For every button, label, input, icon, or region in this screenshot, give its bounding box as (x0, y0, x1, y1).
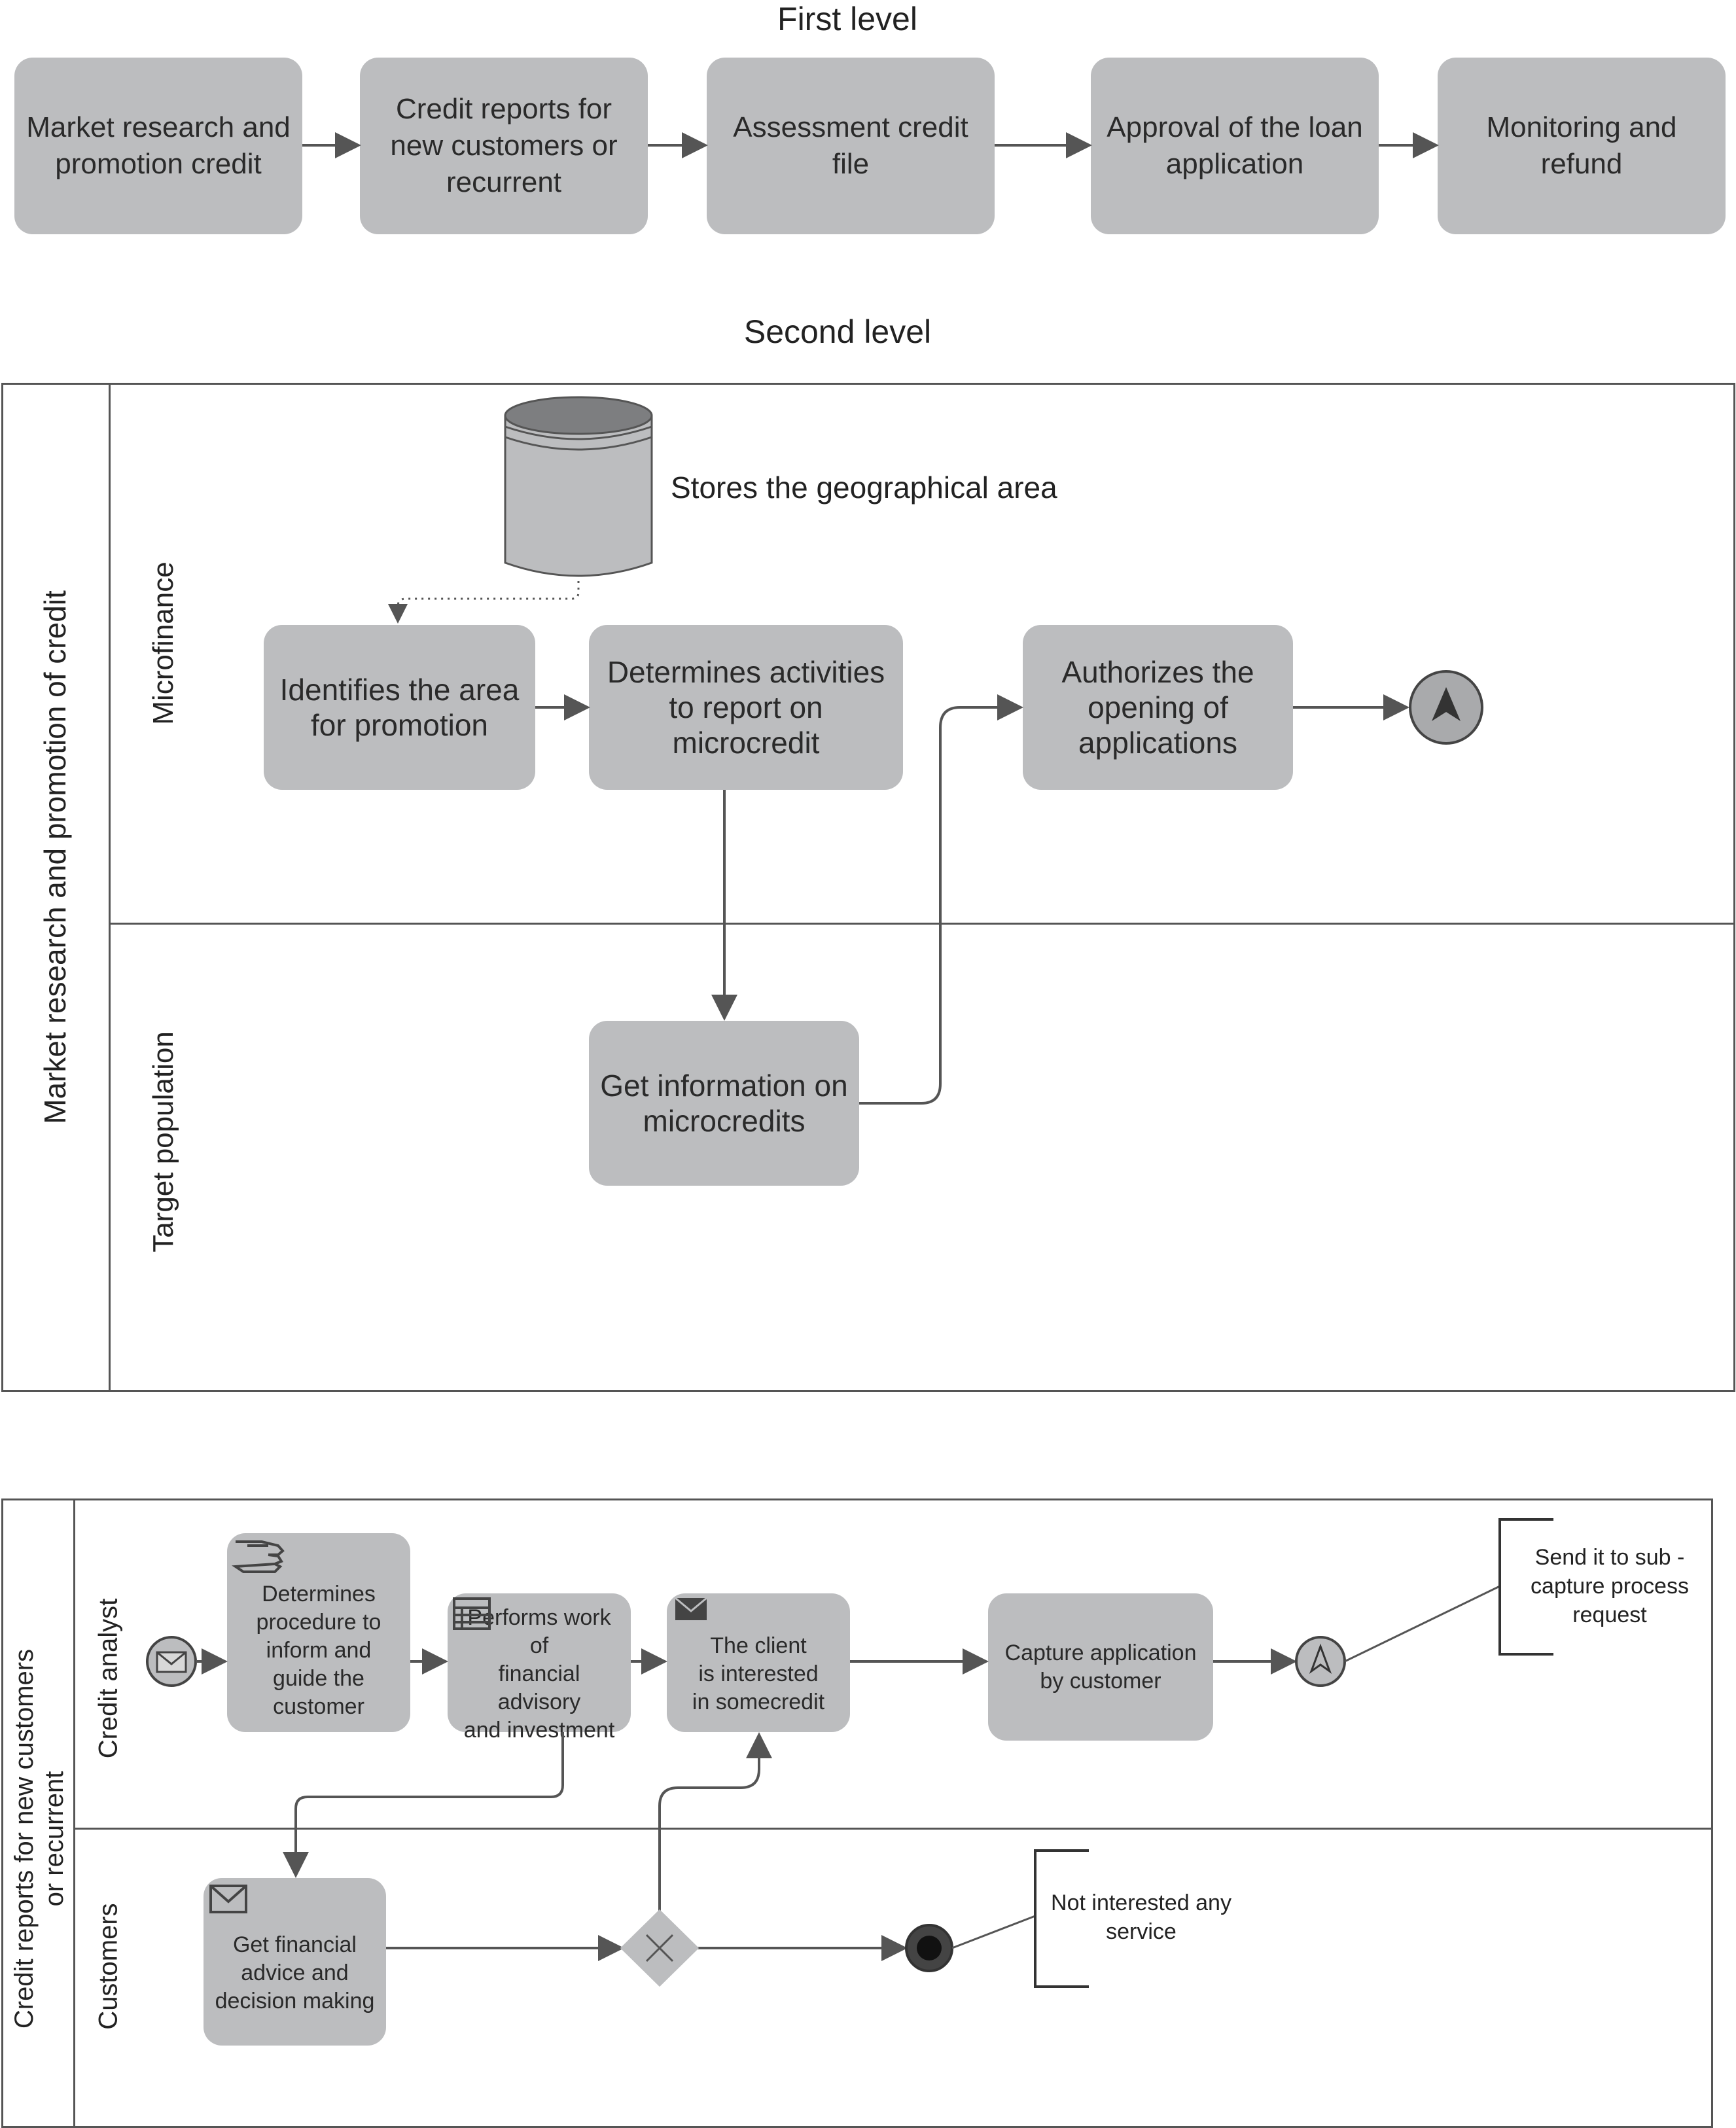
data-association (388, 581, 580, 624)
task-get-information[interactable]: Get information on microcredits (589, 1021, 859, 1186)
annotation-not-interested: Not interested any service (1051, 1890, 1231, 1944)
step-label: Market research and promotion credit (26, 111, 291, 180)
arrow (859, 694, 1023, 1105)
task-label: Capture application by customer (1004, 1640, 1197, 1694)
data-store-label: Stores the geographical area (671, 470, 1057, 505)
annotation-bracket (1034, 1849, 1089, 1988)
envelope-icon (675, 1597, 707, 1620)
pool-header-divider (73, 1498, 75, 2128)
end-event (905, 1924, 953, 1972)
association-line (951, 1915, 1036, 1949)
lane-divider (73, 1828, 1713, 1830)
association-line (1344, 1585, 1500, 1663)
task-label: Identifies the area for promotion (279, 673, 520, 742)
pool-header-divider (109, 383, 111, 1392)
hand-icon (231, 1540, 285, 1573)
task-label: Get information on microcredits (600, 1069, 848, 1138)
second-level-title: Second level (743, 313, 932, 350)
first-level-step-credit-reports[interactable]: Credit reports for new customers or recu… (360, 58, 648, 234)
arrow (283, 1732, 564, 1878)
first-level-title: First level (777, 1, 917, 37)
escalation-icon (1295, 1636, 1346, 1687)
annotation-bracket (1498, 1518, 1553, 1656)
task-identifies-area[interactable]: Identifies the area for promotion (264, 625, 535, 790)
lane-divider (109, 923, 1735, 925)
task-get-financial-advice[interactable]: Get financial advice and decision making (204, 1878, 386, 2046)
step-label: Approval of the loan application (1107, 111, 1363, 180)
first-level-step-assessment[interactable]: Assessment credit file (707, 58, 995, 234)
annotation-subcapture: Send it to sub - capture process request (1531, 1545, 1689, 1627)
task-label: Determines activities to report on micro… (607, 655, 885, 760)
database-icon (504, 396, 653, 577)
first-level-step-approval[interactable]: Approval of the loan application (1091, 58, 1379, 234)
arrow (658, 1732, 772, 1911)
exclusive-gateway-icon (620, 1909, 700, 1987)
third-pool (1, 1498, 1713, 2128)
task-label: Get financial advice and decision making (215, 1932, 375, 2013)
task-label: Performs work of financial advisory and … (463, 1605, 615, 1743)
task-label: The client is interested in somecredit (692, 1633, 825, 1714)
task-determines-activities[interactable]: Determines activities to report on micro… (589, 625, 903, 790)
second-level-flows (535, 694, 1409, 1105)
first-level-step-market[interactable]: Market research and promotion credit (14, 58, 302, 234)
task-performs-advisory[interactable]: Performs work of financial advisory and … (448, 1593, 631, 1743)
step-label: Assessment credit file (733, 111, 968, 180)
first-level-step-monitoring[interactable]: Monitoring and refund (1438, 58, 1726, 234)
envelope-icon (209, 1885, 247, 1913)
task-capture-application[interactable]: Capture application by customer (988, 1593, 1213, 1741)
task-authorizes-opening[interactable]: Authorizes the opening of applications (1023, 625, 1293, 790)
start-message-event (146, 1636, 197, 1687)
table-icon (453, 1597, 491, 1630)
step-label: Monitoring and refund (1486, 111, 1677, 180)
third-flows (196, 1648, 1297, 1961)
escalation-icon (1409, 670, 1483, 745)
step-label: Credit reports for new customers or recu… (390, 93, 618, 198)
task-label: Determines procedure to inform and guide… (256, 1581, 381, 1719)
second-level-pool (1, 383, 1735, 1392)
task-label: Authorizes the opening of applications (1061, 655, 1254, 760)
